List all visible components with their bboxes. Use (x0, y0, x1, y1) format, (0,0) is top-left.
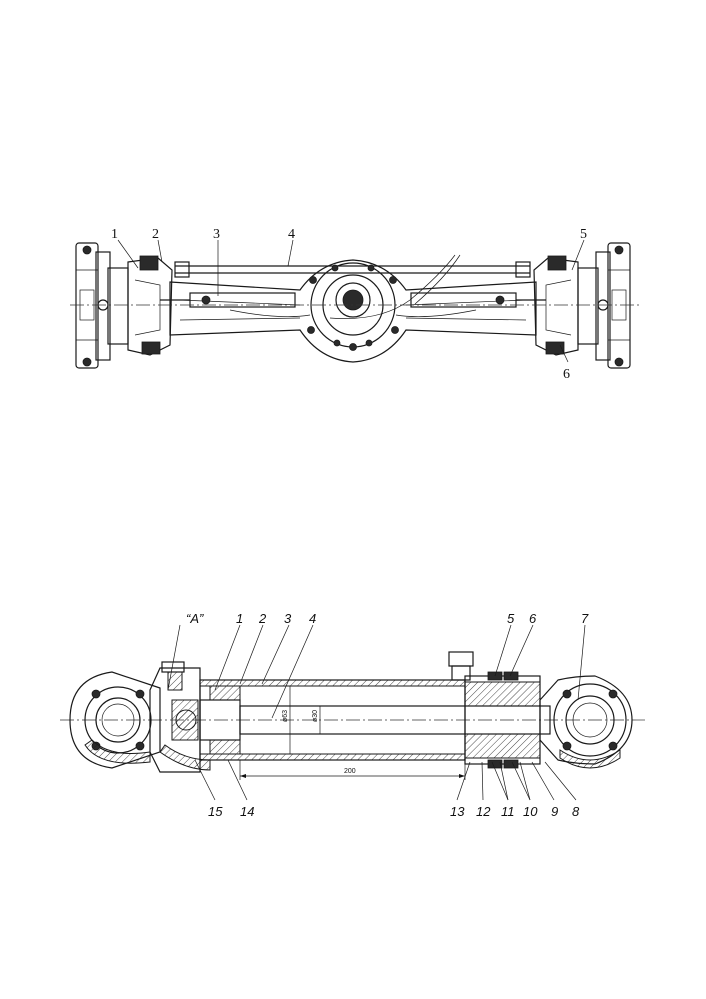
cylinder-label-13: 13 (450, 804, 465, 819)
axle-label-2: 2 (152, 227, 159, 242)
left-wheel-hub (75, 242, 129, 369)
cylinder-label-8: 8 (572, 804, 580, 819)
tie-rod (174, 261, 531, 278)
cylinder-leaders-top (167, 624, 586, 719)
left-eye-joint (69, 671, 161, 769)
rod-diameter-label: ø30 (312, 710, 319, 722)
bore-diameter-label: ø63 (282, 710, 289, 722)
piston-rod (239, 705, 551, 735)
cylinder-label-12: 12 (476, 804, 491, 819)
cylinder-label-3: 3 (284, 611, 292, 626)
axle-label-1: 1 (111, 227, 118, 242)
axle-label-5: 5 (580, 227, 587, 242)
cylinder-label-7: 7 (581, 611, 589, 626)
rod-end-port (448, 651, 474, 681)
rod-gland (464, 671, 541, 769)
axle-assembly: 1 2 3 4 5 6 (70, 227, 640, 382)
right-wheel-hub (577, 242, 631, 369)
axle-label-3: 3 (213, 227, 220, 242)
left-knuckle (127, 255, 173, 356)
axle-housing (169, 259, 537, 363)
axle-label-6: 6 (563, 367, 570, 382)
hydraulic-hoses (229, 254, 477, 319)
view-a-label: “A” (186, 611, 204, 626)
axle-label-4: 4 (288, 227, 295, 242)
right-eye-joint (539, 675, 633, 769)
hydraulic-cylinder-section: ø63 ø30 200 “A” 1 (60, 611, 645, 819)
cylinder-label-5: 5 (507, 611, 515, 626)
stroke-length-label: 200 (344, 768, 356, 775)
cap-end-block (149, 661, 211, 773)
cylinder-label-9: 9 (551, 804, 558, 819)
cylinder-label-14: 14 (240, 804, 254, 819)
cylinder-label-11: 11 (501, 804, 515, 819)
cylinder-leaders-bottom (194, 759, 577, 801)
cylinder-label-4: 4 (309, 611, 316, 626)
steering-cylinder (160, 292, 546, 308)
cylinder-label-1: 1 (236, 611, 243, 626)
cylinder-label-15: 15 (208, 804, 223, 819)
differential-housing (307, 262, 399, 351)
cylinder-label-2: 2 (258, 611, 267, 626)
dimension-lines (239, 686, 466, 780)
cylinder-label-6: 6 (529, 611, 537, 626)
cylinder-label-10: 10 (523, 804, 538, 819)
axle-leaders (117, 239, 585, 363)
piston (175, 699, 241, 741)
right-knuckle (533, 255, 579, 356)
